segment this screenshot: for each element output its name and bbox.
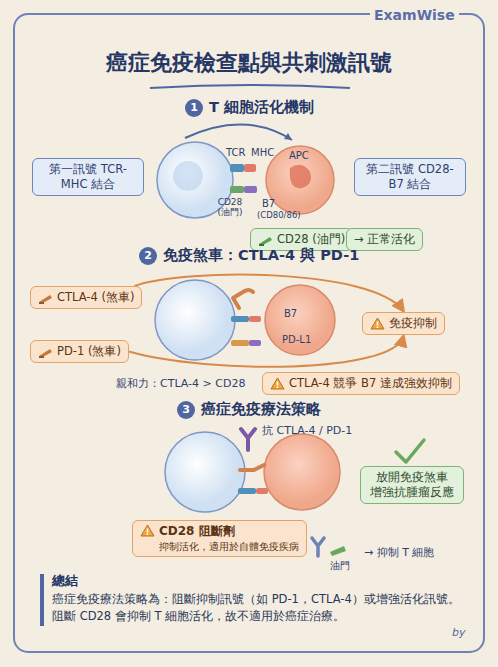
text-stack: CD28 阻斷劑抑制活化，適用於自體免疫疾病 <box>159 524 299 553</box>
section2-cells <box>155 280 335 360</box>
molecule-label: (CD80/86) <box>257 210 301 220</box>
molecule-label: CD28 (油門) <box>212 197 248 218</box>
watermark: ExamWise <box>370 7 459 23</box>
title: 癌症免疫檢查點與共刺激訊號 <box>0 48 498 78</box>
section-heading: 3 癌症免疫療法策略 <box>177 400 321 419</box>
label-box: 第一訊號 TCR-MHC 結合 <box>32 158 144 196</box>
section1-cells <box>157 124 334 218</box>
box-text: 放開免疫煞車 增強抗腫瘤反應 <box>368 470 456 500</box>
connector <box>129 336 404 367</box>
section-title: 癌症免疫療法策略 <box>201 400 321 419</box>
box-text: CTLA-4 競爭 B7 達成強效抑制 <box>289 376 452 391</box>
callout-number: 3 <box>177 401 195 419</box>
box-text: 免疫抑制 <box>389 316 437 331</box>
summary-bar <box>40 574 44 626</box>
molecule-label: PD-L1 <box>282 334 311 345</box>
box-text: 第二訊號 CD28-B7 結合 <box>362 162 458 192</box>
box-text: → 正常活化 <box>354 232 415 247</box>
drug-label: 抗 CTLA-4 / PD-1 <box>262 423 352 438</box>
summary-heading: 總結 <box>52 572 472 591</box>
label-box: PD-1 (煞車) <box>30 340 129 363</box>
icon-label: 油門 <box>330 559 350 573</box>
section-heading: 1 T 細胞活化機制 <box>185 98 314 117</box>
box-text: CD28 阻斷劑 <box>159 524 299 540</box>
connector <box>134 275 403 311</box>
icon <box>258 233 273 246</box>
label-box: 第二訊號 CD28-B7 結合 <box>354 158 466 196</box>
icon <box>370 317 385 330</box>
molecule-label: B7 <box>284 308 297 319</box>
molecule-label: B7 <box>262 198 275 209</box>
section-title: 免疫煞車：CTLA-4 與 PD-1 <box>163 246 359 265</box>
note: → 抑制 T 細胞 <box>364 545 434 560</box>
callout-number: 2 <box>139 247 157 265</box>
signature: by <box>452 626 466 639</box>
section-heading: 2 免疫煞車：CTLA-4 與 PD-1 <box>139 246 359 265</box>
icon <box>38 291 53 304</box>
molecule-label: MHC <box>251 147 274 158</box>
summary-box: 總結癌症免疫療法策略為：阻斷抑制訊號（如 PD-1，CTLA-4）或增強活化訊號… <box>52 572 472 624</box>
title-underline <box>150 85 350 88</box>
label-box: 放開免疫煞車 增強抗腫瘤反應 <box>360 466 464 504</box>
molecule-label: TCR <box>226 147 245 158</box>
label-box: 免疫抑制 <box>362 312 445 335</box>
label-box: CD28 阻斷劑抑制活化，適用於自體免疫疾病 <box>132 520 307 557</box>
section-title: T 細胞活化機制 <box>209 98 314 117</box>
summary-text: 癌症免疫療法策略為：阻斷抑制訊號（如 PD-1，CTLA-4）或增強活化訊號。 … <box>52 591 472 624</box>
box-text: 抑制活化，適用於自體免疫疾病 <box>159 540 299 553</box>
box-text: CTLA-4 (煞車) <box>57 290 134 305</box>
label-box: CTLA-4 (煞車) <box>30 286 142 309</box>
box-text: PD-1 (煞車) <box>57 344 121 359</box>
note: 親和力：CTLA-4 > CD28 <box>116 376 245 391</box>
icon <box>38 345 53 358</box>
icon <box>270 377 285 390</box>
label-box: CTLA-4 競爭 B7 達成強效抑制 <box>262 372 460 395</box>
box-text: 第一訊號 TCR-MHC 結合 <box>40 162 136 192</box>
frame <box>14 14 484 652</box>
icon <box>140 524 155 537</box>
callout-number: 1 <box>185 99 203 117</box>
box-text: CD28 (油門) <box>277 232 345 247</box>
cell-label: APC <box>289 150 309 161</box>
